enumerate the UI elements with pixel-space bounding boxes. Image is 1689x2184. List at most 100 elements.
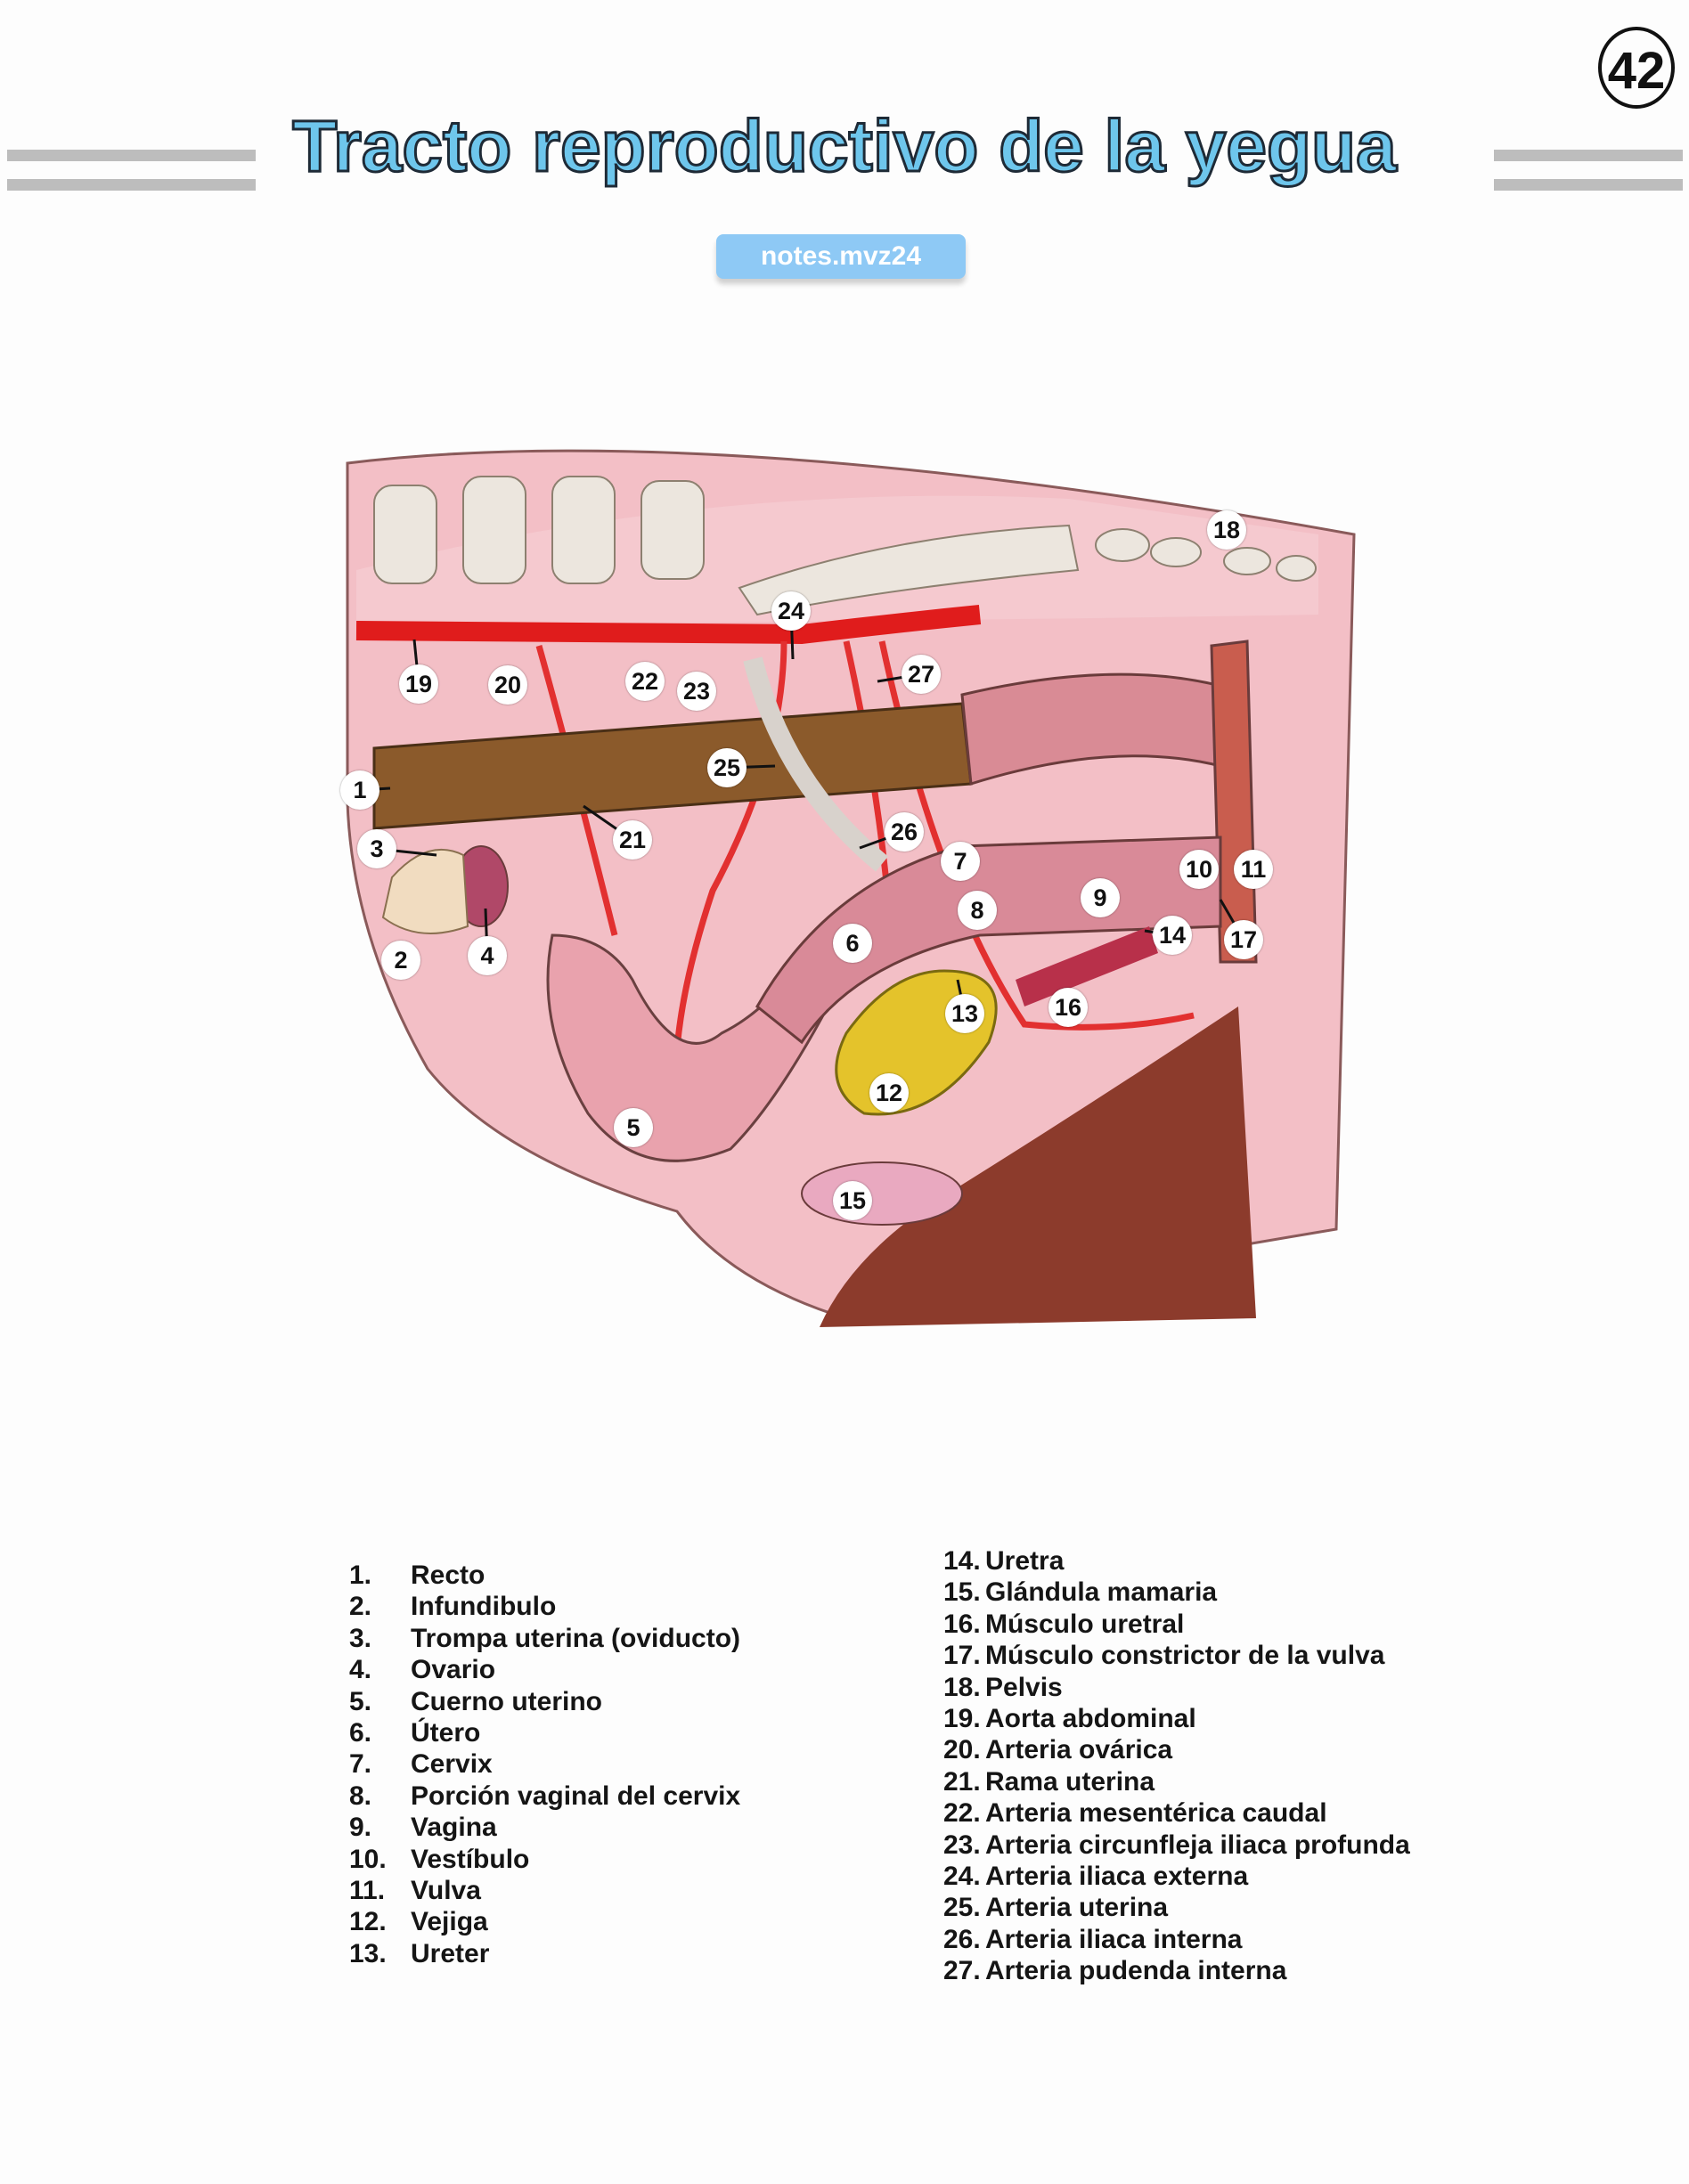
legend-item-number: 17. <box>938 1640 985 1672</box>
diagram-label-16: 16 <box>1048 988 1088 1027</box>
legend-item: 26.Arteria iliaca interna <box>938 1924 1410 1956</box>
header-rule-right-top <box>1494 150 1683 161</box>
header-rule-left-bottom <box>7 179 256 191</box>
legend-item-label: Vestíbulo <box>411 1844 530 1874</box>
diagram-label-17: 17 <box>1224 920 1263 959</box>
legend-item-number: 7. <box>344 1748 411 1781</box>
diagram-label-6: 6 <box>833 924 872 963</box>
legend-item: 25.Arteria uterina <box>938 1892 1410 1924</box>
legend-item-number: 25. <box>938 1892 985 1924</box>
diagram-label-22: 22 <box>625 662 665 701</box>
legend-item-label: Arteria ovárica <box>985 1735 1173 1765</box>
legend-item-label: Aorta abdominal <box>985 1703 1196 1733</box>
legend-item-number: 6. <box>344 1717 411 1749</box>
legend-item-label: Cuerno uterino <box>411 1686 602 1716</box>
legend-item: 9.Vagina <box>344 1812 740 1844</box>
aorta <box>355 605 982 645</box>
legend-item-number: 9. <box>344 1812 411 1844</box>
diagram-label-13: 13 <box>945 994 984 1033</box>
diagram-label-14: 14 <box>1153 916 1192 955</box>
legend-item-number: 11. <box>344 1875 411 1907</box>
legend-item-label: Ureter <box>411 1938 490 1968</box>
legend-item-label: Recto <box>411 1561 485 1590</box>
legend-item-number: 8. <box>344 1781 411 1813</box>
legend-item-label: Músculo constrictor de la vulva <box>985 1641 1385 1671</box>
diagram-label-12: 12 <box>869 1073 909 1112</box>
legend-item: 17.Músculo constrictor de la vulva <box>938 1640 1410 1672</box>
legend-item-number: 2. <box>344 1591 411 1623</box>
legend-item: 27.Arteria pudenda interna <box>938 1955 1410 1987</box>
diagram-label-11: 11 <box>1234 850 1273 889</box>
legend-item: 23.Arteria circunfleja iliaca profunda <box>938 1830 1410 1861</box>
muscle-region <box>820 1006 1256 1327</box>
legend-item: 6.Útero <box>344 1717 740 1749</box>
legend-item-label: Trompa uterina (oviducto) <box>411 1623 741 1653</box>
diagram-label-23: 23 <box>677 672 716 711</box>
legend-item-label: Arteria pudenda interna <box>985 1956 1287 1986</box>
diagram-label-2: 2 <box>381 941 420 980</box>
legend-item-number: 1. <box>344 1560 411 1592</box>
legend-item-number: 23. <box>938 1830 985 1861</box>
mammary-gland <box>801 1161 963 1226</box>
legend-item: 14.Uretra <box>938 1545 1410 1577</box>
legend-item: 10.Vestíbulo <box>344 1844 740 1875</box>
diagram-label-10: 10 <box>1179 850 1219 889</box>
diagram-label-18: 18 <box>1207 510 1246 550</box>
infundibulum <box>381 848 469 934</box>
legend-item-label: Glándula mamaria <box>985 1577 1218 1608</box>
legend-item: 20.Arteria ovárica <box>938 1734 1410 1766</box>
legend-item: 21.Rama uterina <box>938 1766 1410 1798</box>
urethra <box>1016 926 1158 1006</box>
legend-item-label: Vagina <box>411 1813 497 1843</box>
diagram-label-19: 19 <box>399 664 438 704</box>
legend-item-label: Pelvis <box>985 1672 1063 1702</box>
legend-item-label: Arteria circunfleja iliaca profunda <box>985 1830 1410 1860</box>
legend-item-number: 13. <box>344 1938 411 1970</box>
legend-item-label: Uretra <box>985 1546 1065 1576</box>
legend-item: 12.Vejiga <box>344 1906 740 1938</box>
legend-item: 18.Pelvis <box>938 1672 1410 1703</box>
diagram-label-15: 15 <box>833 1181 872 1220</box>
legend-item: 3.Trompa uterina (oviducto) <box>344 1623 741 1655</box>
legend-item: 5.Cuerno uterino <box>344 1686 740 1717</box>
legend-item-number: 24. <box>938 1861 985 1893</box>
legend-item-number: 21. <box>938 1766 985 1798</box>
diagram-label-1: 1 <box>340 770 379 810</box>
diagram-label-5: 5 <box>614 1108 653 1147</box>
legend-item: 7.Cervix <box>344 1748 740 1781</box>
legend-item-number: 19. <box>938 1703 985 1735</box>
legend-item-number: 4. <box>344 1654 411 1686</box>
diagram-label-7: 7 <box>941 842 980 881</box>
legend-item: 2.Infundibulo <box>344 1591 740 1623</box>
legend-item-label: Músculo uretral <box>985 1609 1185 1639</box>
diagram-label-3: 3 <box>357 829 396 868</box>
header-rule-left-top <box>7 150 256 161</box>
legend-item-number: 15. <box>938 1577 985 1609</box>
legend-item-label: Arteria uterina <box>985 1893 1169 1923</box>
legend-item-number: 5. <box>344 1686 411 1717</box>
legend-item-label: Infundibulo <box>411 1592 557 1622</box>
legend-item-number: 26. <box>938 1924 985 1956</box>
diagram-label-25: 25 <box>707 748 747 787</box>
legend-item: 11.Vulva <box>344 1875 740 1907</box>
legend-item-label: Vejiga <box>411 1907 488 1937</box>
vertebrae <box>373 476 1317 616</box>
header-rule-right-bottom <box>1494 179 1683 191</box>
legend-item-number: 16. <box>938 1609 985 1641</box>
diagram-label-24: 24 <box>771 591 811 631</box>
source-badge: notes.mvz24 <box>716 234 966 279</box>
legend-item: 1.Recto <box>344 1560 740 1592</box>
legend-item-label: Porción vaginal del cervix <box>411 1781 741 1811</box>
legend-item-label: Útero <box>411 1717 481 1748</box>
legend-item-label: Rama uterina <box>985 1766 1155 1797</box>
legend-item-label: Arteria iliaca externa <box>985 1861 1249 1891</box>
legend-item-label: Ovario <box>411 1655 496 1685</box>
diagram-label-8: 8 <box>958 891 997 930</box>
diagram-label-4: 4 <box>468 936 507 975</box>
legend-item: 22.Arteria mesentérica caudal <box>938 1797 1410 1830</box>
diagram-label-26: 26 <box>885 812 924 852</box>
legend-item-label: Cervix <box>411 1749 493 1780</box>
